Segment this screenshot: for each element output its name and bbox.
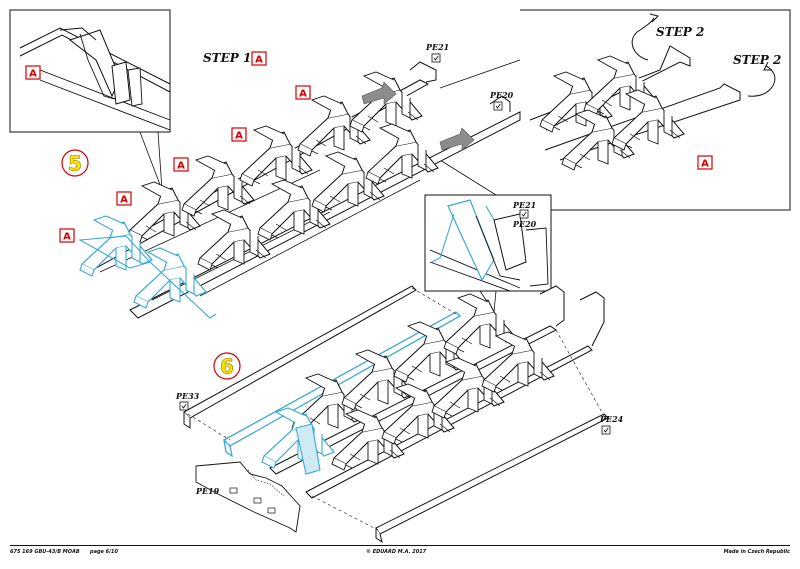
check-icon xyxy=(601,425,611,435)
badge-a: A xyxy=(697,155,713,170)
check-icon xyxy=(179,401,189,411)
badge-a-text: A xyxy=(701,159,709,170)
detail-inset-top-left xyxy=(9,9,171,191)
badge-a: A xyxy=(251,51,267,66)
badge-a: A xyxy=(59,228,75,243)
badge-a: A xyxy=(173,157,189,172)
part-label-pe21: PE21 xyxy=(425,42,449,52)
check-icon xyxy=(493,101,503,111)
step-circle-6: 6 xyxy=(213,352,241,380)
badge-a-text: A xyxy=(120,195,128,206)
badge-a-text: A xyxy=(29,69,37,80)
step2-label-top: STEP 2 xyxy=(656,25,704,39)
footer-kit-number: 675 169 GBU-43/B MOAB xyxy=(10,549,80,555)
part-callout-pe21-detail: PE21 xyxy=(512,200,536,219)
step2-label-right: STEP 2 xyxy=(733,53,781,67)
check-icon xyxy=(431,53,441,63)
badge-a: A xyxy=(116,191,132,206)
detail-inset-step6 xyxy=(424,194,552,313)
badge-a-text: A xyxy=(63,232,71,243)
part-label-pe21: PE21 xyxy=(512,200,536,210)
step-number-6: 6 xyxy=(220,355,234,379)
badge-a-text: A xyxy=(299,89,307,100)
badge-a: A xyxy=(231,127,247,142)
step6-assembly xyxy=(183,285,609,544)
part-label-pe20: PE20 xyxy=(489,90,514,100)
badge-a: A xyxy=(25,65,41,80)
footer-copyright: © EDUARD M.A. 2017 xyxy=(366,549,427,555)
part-callout-pe20-detail: PE20 xyxy=(512,219,537,229)
part-callout-pe21-top: PE21 xyxy=(425,42,449,63)
footer-page-number: page 6/10 xyxy=(90,549,118,555)
badge-a: A xyxy=(295,85,311,100)
check-icon xyxy=(519,209,529,219)
part-callout-pe33: PE33 xyxy=(175,391,200,411)
step2-inset xyxy=(439,9,791,211)
footer-origin: Made in Czech Republic xyxy=(723,549,790,555)
step1-label: STEP 1 xyxy=(203,51,251,65)
badge-a-text: A xyxy=(177,161,185,172)
part-callout-pe24: PE24 xyxy=(599,414,624,435)
badge-a-text: A xyxy=(235,131,243,142)
part-label-pe19: PE19 xyxy=(195,486,220,496)
part-label-pe33: PE33 xyxy=(175,391,200,401)
step-number-5: 5 xyxy=(68,152,82,176)
part-label-pe24: PE24 xyxy=(599,414,624,424)
part-callout-pe20-top: PE20 xyxy=(489,90,514,111)
step-circle-5: 5 xyxy=(61,149,89,177)
footer-bar: 675 169 GBU-43/B MOAB page 6/10 © EDUARD… xyxy=(10,545,790,558)
part-callout-pe19: PE19 xyxy=(195,486,220,496)
badge-a-text: A xyxy=(255,55,263,66)
part-label-pe20: PE20 xyxy=(512,219,537,229)
